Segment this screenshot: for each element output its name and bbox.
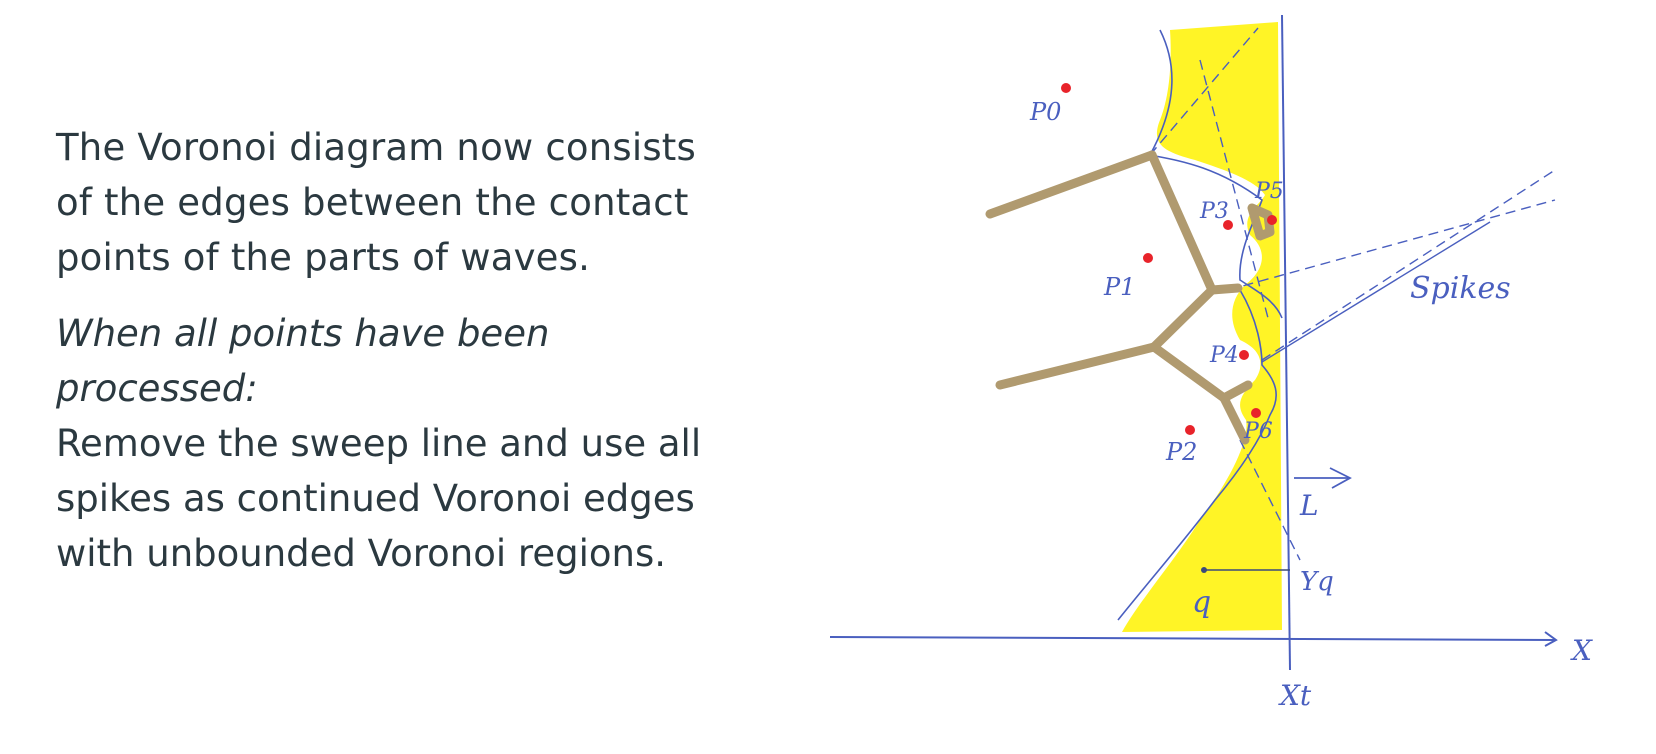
voronoi-edge bbox=[1219, 393, 1250, 445]
label-q: q bbox=[1192, 585, 1211, 620]
label-p0: P0 bbox=[1029, 98, 1061, 126]
sites bbox=[1061, 83, 1277, 435]
paragraph-line: Remove the sweep line and use all bbox=[56, 422, 702, 465]
site-p1 bbox=[1143, 253, 1153, 263]
site-p0 bbox=[1061, 83, 1071, 93]
label-p1: P1 bbox=[1103, 273, 1135, 301]
beach-line-arc bbox=[1148, 29, 1283, 319]
label-x-axis: X bbox=[1570, 634, 1593, 667]
label-spikes: Spikes bbox=[1410, 271, 1511, 306]
site-p2 bbox=[1185, 425, 1195, 435]
voronoi-edge bbox=[1219, 380, 1253, 403]
label-sweep-line: L bbox=[1299, 489, 1319, 522]
spike-line bbox=[1239, 439, 1301, 561]
sweep-line bbox=[1281, 14, 1291, 671]
label-yq: Yq bbox=[1300, 567, 1334, 597]
spike-line bbox=[1149, 27, 1259, 156]
voronoi-edge bbox=[1149, 285, 1217, 352]
label-p2: P2 bbox=[1165, 438, 1197, 466]
heading-line: When all points have been bbox=[56, 312, 550, 355]
voronoi-edge bbox=[1147, 150, 1217, 295]
site-p3 bbox=[1223, 220, 1233, 230]
label-p4: P4 bbox=[1209, 343, 1239, 368]
paragraph-line: The Voronoi diagram now consists bbox=[56, 126, 696, 169]
spike-solid bbox=[1261, 221, 1491, 363]
x-axis-arrowhead bbox=[1544, 631, 1558, 647]
label-p6: P6 bbox=[1243, 419, 1273, 444]
spike-line bbox=[1227, 199, 1556, 291]
paragraph-line: spikes as continued Voronoi edges bbox=[56, 477, 695, 520]
point-q bbox=[1201, 567, 1207, 573]
voronoi-sketch-svg: P0 P1 P2 P3 P4 P5 P6 Spikes L q Yq X Xt bbox=[829, 14, 1593, 712]
spike-line bbox=[1199, 59, 1269, 319]
site-p6 bbox=[1251, 408, 1261, 418]
voronoi-sketch: P0 P1 P2 P3 P4 P5 P6 Spikes L q Yq X Xt bbox=[820, 0, 1656, 754]
x-axis bbox=[829, 636, 1556, 641]
heading-line: processed: bbox=[56, 367, 258, 410]
beach-line-region bbox=[1122, 22, 1282, 632]
text-panel: The Voronoi diagram now consists of the … bbox=[56, 120, 702, 581]
voronoi-edge bbox=[985, 150, 1157, 219]
paragraph-line: of the edges between the contact bbox=[56, 181, 689, 224]
voronoi-edge bbox=[995, 342, 1159, 390]
site-p5 bbox=[1267, 215, 1277, 225]
label-p5: P5 bbox=[1254, 179, 1284, 204]
paragraph-instructions: Remove the sweep line and use all spikes… bbox=[56, 416, 702, 581]
voronoi-edge bbox=[1247, 203, 1275, 241]
beach-line-arc bbox=[1117, 289, 1277, 621]
site-p4 bbox=[1239, 350, 1249, 360]
paragraph-intro: The Voronoi diagram now consists of the … bbox=[56, 120, 696, 285]
paragraph-line: with unbounded Voronoi regions. bbox=[56, 532, 666, 575]
paragraph-line: points of the parts of waves. bbox=[56, 236, 591, 279]
voronoi-edges bbox=[985, 150, 1275, 445]
voronoi-edge bbox=[1149, 342, 1229, 403]
arrowhead bbox=[1329, 467, 1352, 489]
section-heading: When all points have been processed: bbox=[56, 306, 696, 416]
label-xt: Xt bbox=[1278, 679, 1312, 712]
spike-line bbox=[1261, 169, 1556, 361]
label-p3: P3 bbox=[1199, 199, 1229, 224]
spikes bbox=[1149, 27, 1556, 561]
